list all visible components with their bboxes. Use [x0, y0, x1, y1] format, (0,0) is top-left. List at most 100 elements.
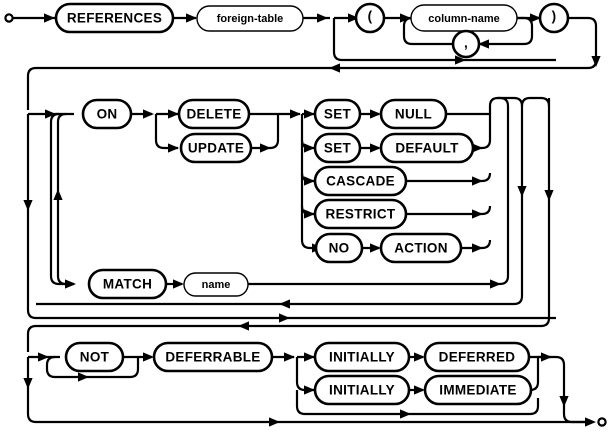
keyword-deferrable-box[interactable] — [152, 341, 274, 373]
keyword-references-box[interactable] — [54, 2, 175, 34]
arrow-block3-down — [559, 396, 569, 407]
nonterminal-column-name-label: column-name — [428, 13, 500, 25]
arrow-skip-initially — [400, 409, 411, 419]
nonterminal-name-box[interactable] — [183, 272, 249, 297]
arrow-to-initially-immediate — [304, 385, 315, 395]
arrow-restrict-merge — [472, 209, 483, 219]
arrow-to-end — [585, 417, 596, 427]
arrow-block2-to-block3 — [238, 321, 249, 331]
keyword-set-default-set-box[interactable] — [313, 132, 362, 164]
keyword-match-label: MATCH — [103, 277, 152, 292]
keyword-references-label: REFERENCES — [67, 11, 162, 26]
keyword-null-box[interactable] — [379, 98, 448, 130]
keyword-initially-deferred-box[interactable] — [313, 341, 411, 373]
keyword-null-label: NULL — [395, 107, 432, 122]
arrow-action-merge — [472, 243, 483, 253]
keyword-cascade-label: CASCADE — [326, 174, 395, 189]
keyword-deferred-box[interactable] — [423, 341, 531, 373]
nonterminal-foreign-table-box[interactable] — [196, 5, 304, 32]
arrow-into-not — [38, 352, 49, 362]
keyword-set-default-set-label: SET — [324, 141, 352, 156]
keyword-immediate-label: IMMEDIATE — [439, 383, 516, 398]
arrow-repeat-up — [53, 189, 63, 200]
arrow-action-down — [517, 186, 527, 197]
arrow-to-update — [168, 143, 179, 153]
keyword-restrict-box[interactable] — [313, 198, 408, 230]
arrow-to-set-null — [304, 109, 315, 119]
arrow-col-to-close-paren — [530, 13, 541, 23]
arrow-set-to-null — [370, 109, 381, 119]
arrow-bypass-block3-right — [269, 417, 280, 427]
punct-close-paren-label: ) — [552, 9, 557, 24]
arrow-skip-columns — [455, 55, 466, 65]
punct-comma-label: , — [464, 36, 468, 51]
arrow-ft-to-branch — [317, 13, 328, 23]
arrow-set-to-default — [370, 143, 381, 153]
keyword-default-box[interactable] — [379, 132, 475, 164]
row-on-match-nodes: ON DELETE UPDATE SET NULL SET DEFAULT CA… — [81, 98, 475, 300]
arrow-row1-to-row2 — [329, 63, 340, 73]
keyword-on-label: ON — [97, 107, 118, 122]
arrow-into-match — [65, 279, 76, 289]
arrow-ref-to-ft — [186, 13, 197, 23]
keyword-action-label: ACTION — [394, 241, 448, 256]
punct-close-paren-box[interactable] — [538, 2, 570, 34]
arrow-on-block-return — [279, 299, 290, 309]
arrow-cascade-merge — [472, 176, 483, 186]
keyword-delete-label: DELETE — [186, 107, 241, 122]
arrow-name-merge — [490, 279, 501, 289]
nonterminal-foreign-table-label: foreign-table — [217, 13, 284, 25]
punct-open-paren-box[interactable] — [354, 2, 386, 34]
keyword-match-box[interactable] — [87, 268, 168, 300]
punct-comma-box[interactable] — [451, 29, 481, 59]
keyword-not-box[interactable] — [64, 341, 125, 373]
arrow-to-open-paren — [348, 13, 359, 23]
arrow-initially-to-immediate — [414, 385, 425, 395]
keyword-on-box[interactable] — [81, 98, 133, 130]
keyword-default-label: DEFAULT — [395, 141, 459, 156]
arrow-to-cascade — [304, 176, 315, 186]
keyword-deferrable-label: DEFERRABLE — [165, 350, 260, 365]
arrow-deferrable-to-branch — [284, 352, 295, 362]
arrow-block2-down — [544, 190, 554, 201]
arrow-bypass-block2-right — [279, 313, 290, 323]
arrow-default-merge — [472, 143, 483, 153]
keyword-no-box[interactable] — [314, 232, 364, 264]
arrow-on-to-branch — [143, 109, 154, 119]
keyword-action-box[interactable] — [379, 232, 463, 264]
keyword-cascade-box[interactable] — [313, 165, 408, 197]
arrow-initially-to-deferred — [414, 352, 425, 362]
keyword-set-null-set-label: SET — [324, 107, 352, 122]
keyword-delete-box[interactable] — [177, 98, 251, 130]
arrow-not-to-deferrable — [143, 352, 154, 362]
row-references-nodes: REFERENCES foreign-table ( column-name ,… — [54, 2, 570, 59]
arrow-bypass-block2-down — [23, 200, 33, 211]
arrow-to-set-default — [304, 143, 315, 153]
arrow-row1-down — [591, 56, 601, 67]
keyword-initially-deferred-label: INITIALLY — [329, 350, 395, 365]
arrow-no-to-action — [370, 243, 381, 253]
arrow-to-delete — [168, 109, 179, 119]
arrow-update-merge — [260, 143, 271, 153]
arrow-bypass-block3-down — [23, 378, 33, 389]
arrow-to-restrict — [304, 209, 315, 219]
keyword-update-label: UPDATE — [188, 141, 244, 156]
keyword-no-label: NO — [329, 241, 350, 256]
keyword-initially-immediate-label: INITIALLY — [329, 383, 395, 398]
keyword-restrict-label: RESTRICT — [326, 207, 396, 222]
keyword-initially-immediate-box[interactable] — [313, 374, 411, 406]
arrow-start — [44, 13, 55, 23]
keyword-deferred-label: DEFERRED — [439, 350, 516, 365]
keyword-update-box[interactable] — [179, 132, 253, 164]
keyword-immediate-box[interactable] — [423, 374, 533, 406]
keyword-set-null-set-box[interactable] — [313, 98, 362, 130]
arrow-into-on — [45, 109, 56, 119]
row-deferrable-nodes: NOT DEFERRABLE INITIALLY DEFERRED INITIA… — [64, 341, 533, 406]
start-circle — [4, 13, 14, 23]
keyword-not-label: NOT — [80, 350, 110, 365]
arrow-paren-to-col — [400, 13, 411, 23]
row-references-rails — [4, 13, 601, 110]
arrow-to-actions — [290, 109, 301, 119]
